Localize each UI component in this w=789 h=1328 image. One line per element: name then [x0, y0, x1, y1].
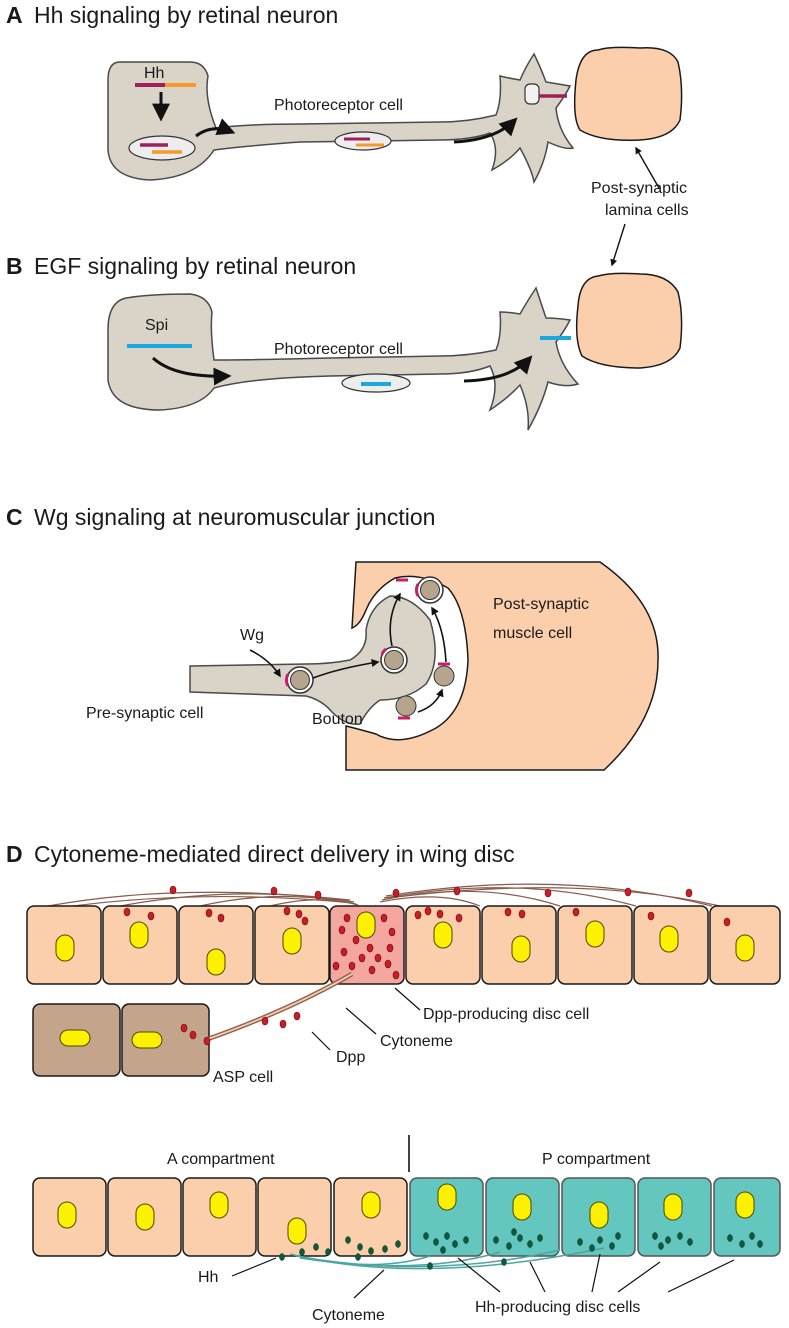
- a-cell: [257, 1177, 332, 1257]
- hh-label-a: Hh: [144, 65, 164, 82]
- release-arrow: [389, 592, 401, 647]
- vesicle-4: [433, 662, 455, 687]
- dpp-label: Dpp: [336, 1049, 365, 1066]
- recycle-arrow2: [431, 606, 447, 663]
- vesicle-5: [415, 576, 444, 604]
- lamina-cells-label: lamina cells: [605, 202, 689, 219]
- spi-label: Spi: [145, 317, 168, 334]
- wg-arrow: [249, 649, 281, 678]
- panel-a: A Hh signaling by retinal neuron Hh Phot…: [6, 2, 683, 185]
- hh-producing-callouts: [457, 1253, 735, 1293]
- bouton-label: Bouton: [312, 711, 363, 728]
- lamina-cell-a: [573, 46, 683, 142]
- panel-c: C Wg signaling at neuromuscular junction…: [6, 504, 659, 771]
- transport-arrow-a2: [453, 117, 518, 144]
- dpp-dots-upper: [123, 906, 731, 980]
- bouton-arrow: [312, 659, 380, 679]
- photoreceptor-cell-a: [107, 52, 575, 185]
- wg-label: Wg: [240, 627, 264, 644]
- photoreceptor-label-a: Photoreceptor cell: [274, 97, 403, 114]
- lamina-cell-b: [575, 272, 683, 369]
- panel-a-title: Hh signaling by retinal neuron: [34, 2, 338, 28]
- panel-a-letter: A: [6, 2, 23, 28]
- dpp-producing-label: Dpp-producing disc cell: [423, 1006, 589, 1023]
- asp-region: [32, 972, 354, 1077]
- transport-arrow-b1: [151, 356, 232, 386]
- a-compartment-label: A compartment: [167, 1151, 275, 1168]
- vesicle-terminal-a: [524, 83, 540, 105]
- panel-d-title: Cytoneme-mediated direct delivery in win…: [34, 841, 515, 867]
- muscle-cell: [345, 561, 659, 771]
- vesicle-2: [380, 646, 408, 674]
- postsynaptic-label: Post-synaptic: [591, 180, 687, 197]
- photoreceptor-label-b: Photoreceptor cell: [274, 341, 403, 358]
- hh-producing-label: Hh-producing disc cells: [475, 1299, 640, 1316]
- arc-dots: [169, 885, 693, 900]
- panel-b-title: EGF signaling by retinal neuron: [34, 253, 356, 279]
- upper-cell-row: [26, 905, 781, 985]
- transport-arrow-a1: [195, 118, 236, 138]
- panel-c-letter: C: [6, 504, 23, 530]
- presynaptic-cell: [189, 595, 436, 725]
- hh-label-d: Hh: [198, 1269, 218, 1286]
- cytoneme-label-lower: Cytoneme: [312, 1307, 385, 1324]
- p-compartment-label: P compartment: [542, 1151, 651, 1168]
- photoreceptor-cell-b: [107, 286, 580, 431]
- postsynaptic-muscle-label2: muscle cell: [493, 625, 572, 642]
- recycle-arrow1: [417, 688, 444, 713]
- transport-arrow-b2: [463, 355, 533, 383]
- lower-nuclei: [57, 1183, 755, 1245]
- panel-c-title: Wg signaling at neuromuscular junction: [34, 504, 435, 530]
- presynaptic-label: Pre-synaptic cell: [86, 705, 203, 722]
- vesicle-soma-a: [128, 135, 196, 161]
- asp-cell-label: ASP cell: [213, 1069, 273, 1086]
- vesicle-3: [395, 695, 417, 720]
- hh-dots: [279, 1228, 763, 1270]
- upper-nuclei: [55, 911, 755, 976]
- panel-d: D Cytoneme-mediated direct delivery in w…: [6, 841, 781, 1324]
- panel-d-letter: D: [6, 841, 23, 867]
- dpp-cytoneme-arcs: [47, 883, 721, 909]
- vesicle-1: [285, 666, 314, 694]
- panel-b-letter: B: [6, 253, 23, 279]
- panel-b: B EGF signaling by retinal neuron Spi Ph…: [6, 253, 683, 431]
- cytoneme-label-upper: Cytoneme: [380, 1033, 453, 1050]
- disc-cell: [178, 905, 254, 985]
- postsynaptic-muscle-label1: Post-synaptic: [493, 596, 589, 613]
- lamina-callout: Post-synaptic lamina cells: [591, 146, 689, 267]
- vesicle-axon-a: [334, 131, 392, 151]
